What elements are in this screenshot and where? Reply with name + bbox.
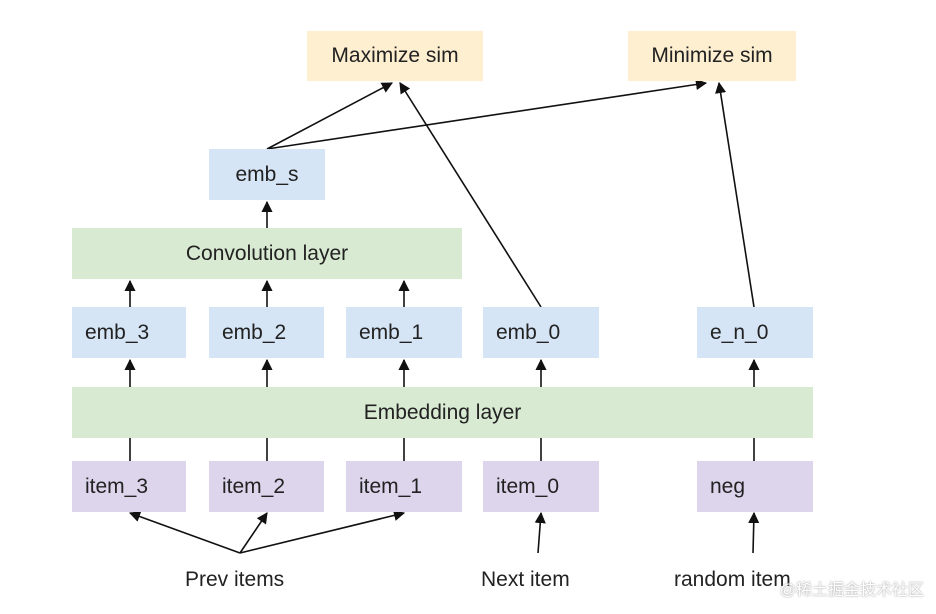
item-2-label: item_2 <box>222 474 286 498</box>
emb-3-box: emb_3 <box>72 307 186 358</box>
e-n-0-box: e_n_0 <box>697 307 813 358</box>
emb-s-label: emb_s <box>235 162 299 186</box>
minimize-sim-box: Minimize sim <box>628 31 796 81</box>
emb-0-label: emb_0 <box>496 320 561 344</box>
next-item-label: Next item <box>481 568 570 591</box>
item-1-box: item_1 <box>346 461 462 512</box>
neg-label: neg <box>710 474 746 498</box>
random-item-label: random item <box>674 568 791 591</box>
item-3-label: item_3 <box>85 474 149 498</box>
item-0-label: item_0 <box>496 474 560 498</box>
convolution-layer: Convolution layer <box>72 228 462 279</box>
emb-s-box: emb_s <box>209 149 325 200</box>
maximize-sim-label: Maximize sim <box>331 44 459 67</box>
convolution-layer-label: Convolution layer <box>185 241 349 265</box>
item-1-label: item_1 <box>359 474 423 498</box>
maximize-sim-box: Maximize sim <box>307 31 483 81</box>
e-n-0-label: e_n_0 <box>710 320 769 344</box>
embedding-layer: Embedding layer <box>72 387 813 438</box>
item-2-box: item_2 <box>209 461 324 512</box>
watermark-text: @稀土掘金技术社区 <box>779 582 924 599</box>
item-0-box: item_0 <box>483 461 599 512</box>
emb-3-label: emb_3 <box>85 320 150 344</box>
arrow-prev-to-item2 <box>239 512 268 554</box>
arrow-embs-to-minimize <box>266 78 708 150</box>
emb-2-box: emb_2 <box>209 307 324 358</box>
embedding-layer-label: Embedding layer <box>363 400 522 424</box>
emb-1-box: emb_1 <box>346 307 462 358</box>
emb-1-label: emb_1 <box>359 320 424 344</box>
neg-box: neg <box>697 461 813 512</box>
minimize-sim-label: Minimize sim <box>651 44 773 67</box>
item-3-box: item_3 <box>72 461 186 512</box>
arrow-next-to-item0 <box>534 511 546 554</box>
emb-2-label: emb_2 <box>222 320 287 344</box>
arrow-emb0-to-maximize <box>399 82 542 308</box>
arrow-random-to-neg <box>748 511 760 554</box>
emb-0-box: emb_0 <box>483 307 599 358</box>
arrow-prev-to-item1 <box>239 509 406 554</box>
arrow-embs-to-maximize <box>266 82 393 150</box>
arrow-prev-to-item3 <box>128 511 241 554</box>
prev-items-label: Prev items <box>185 568 285 591</box>
arrow-en0-to-minimize <box>715 81 755 308</box>
